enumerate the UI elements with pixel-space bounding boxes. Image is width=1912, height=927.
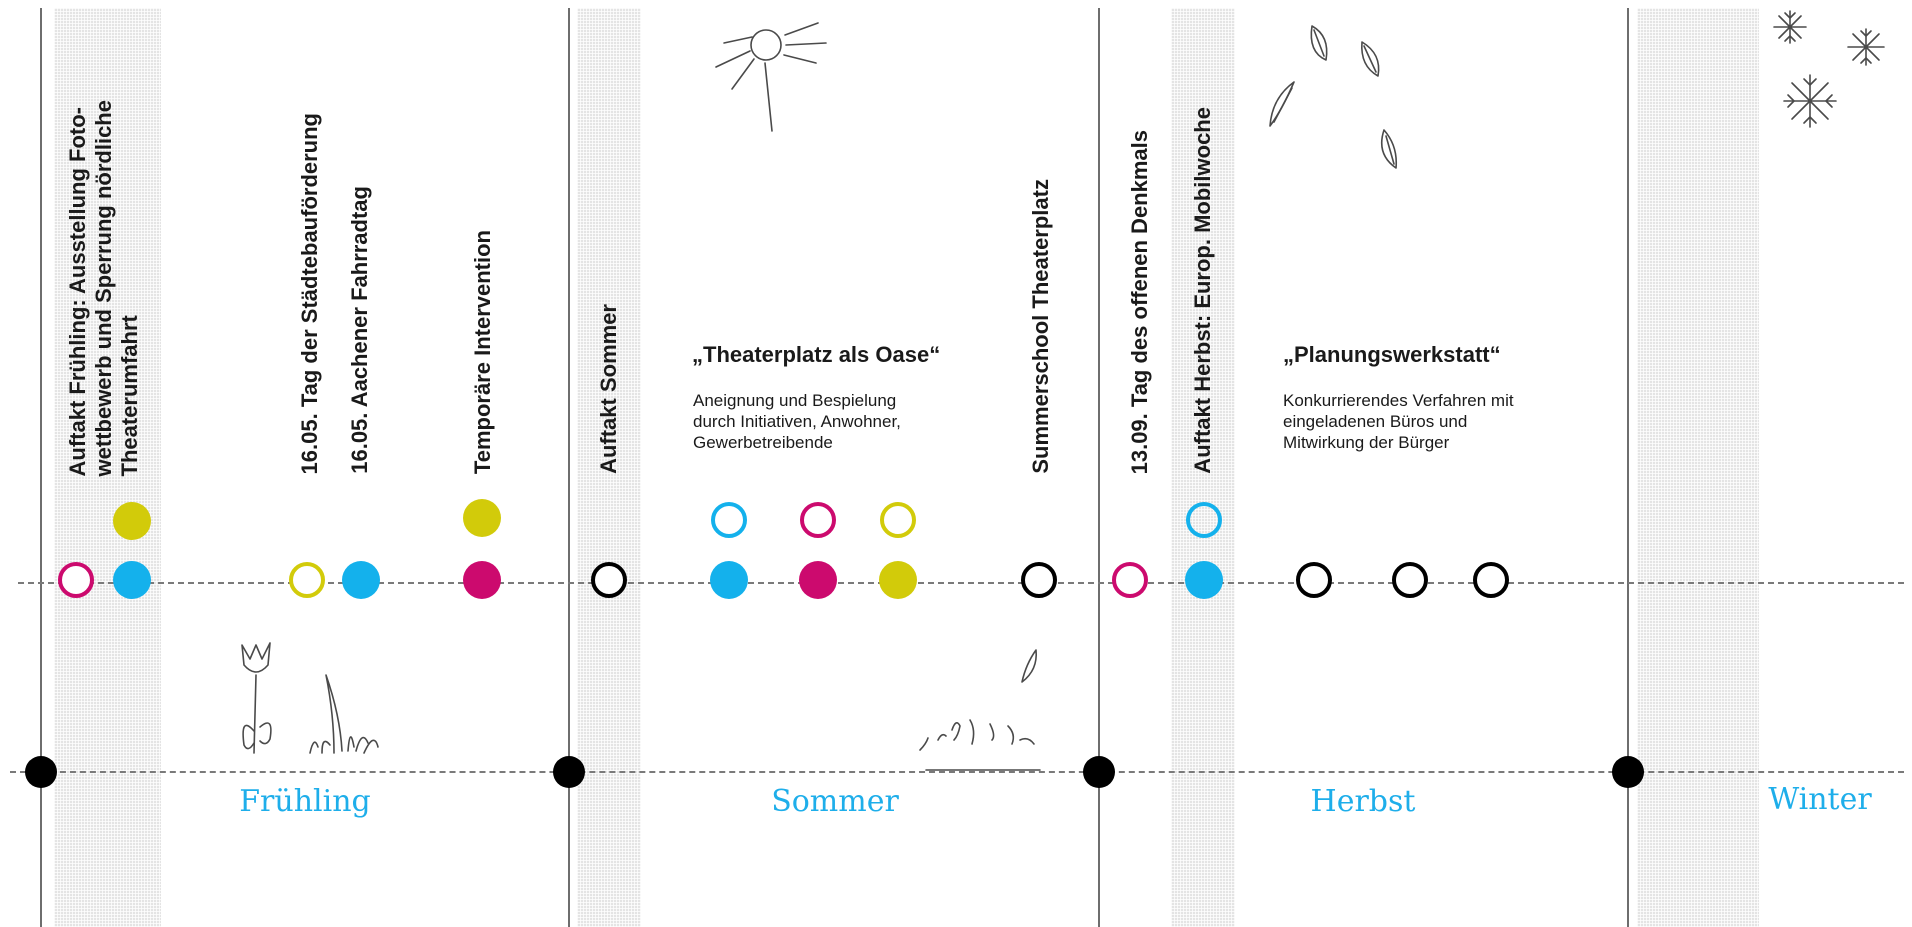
season-marker-spring bbox=[25, 756, 57, 788]
dot-oasis-cyan-ring bbox=[711, 502, 747, 538]
season-label-spring: Frühling bbox=[239, 784, 371, 819]
snowflakes-icon bbox=[1773, 10, 1885, 128]
dot-oasis-yellow-filled bbox=[879, 561, 917, 599]
dot-urban-development-yellow-ring bbox=[289, 562, 325, 598]
event-label-autumn-kickoff: Auftakt Herbst: Europ. Mobilwoche bbox=[1190, 107, 1215, 474]
divider-summer bbox=[568, 8, 570, 927]
dot-spring-magenta-ring bbox=[58, 562, 94, 598]
event-label-summerschool: Summerschool Theaterplatz bbox=[1028, 179, 1053, 474]
sun-icon bbox=[715, 22, 827, 132]
autumn-start-band bbox=[1171, 8, 1235, 927]
dot-oasis-cyan-filled bbox=[710, 561, 748, 599]
dot-oasis-magenta-filled bbox=[799, 561, 837, 599]
event-label-summer-kickoff: Auftakt Sommer bbox=[596, 304, 621, 474]
summer-start-band bbox=[577, 8, 641, 927]
divider-winter bbox=[1627, 8, 1629, 927]
falling-leaves-icon bbox=[1269, 25, 1398, 169]
dot-summerschool-black-ring bbox=[1021, 562, 1057, 598]
event-label-urban-development-day: 16.05. Tag der Städtebauförderung bbox=[297, 112, 322, 474]
event-label-temporary-intervention: Temporäre Intervention bbox=[470, 229, 495, 474]
winter-start-band bbox=[1637, 8, 1759, 927]
tulip-grass-icon bbox=[241, 642, 379, 754]
season-marker-autumn bbox=[1083, 756, 1115, 788]
event-timeline bbox=[18, 582, 1904, 584]
season-timeline bbox=[10, 771, 1904, 773]
dot-oasis-yellow-ring bbox=[880, 502, 916, 538]
dot-summer-kickoff-black-ring bbox=[591, 562, 627, 598]
dot-monument-day-magenta-ring bbox=[1112, 562, 1148, 598]
event-label-spring-kickoff: Auftakt Frühling: Ausstellung Foto- wett… bbox=[65, 99, 142, 476]
event-label-bicycle-day: 16.05. Aachener Fahrradtag bbox=[347, 186, 372, 474]
season-marker-summer bbox=[553, 756, 585, 788]
dot-autumn-cyan-ring bbox=[1186, 502, 1222, 538]
dot-workshop-black-ring-1 bbox=[1296, 562, 1332, 598]
project-title-workshop: „Planungswerkstatt“ bbox=[1283, 342, 1501, 367]
project-desc-workshop: Konkurrierendes Verfahren mit eingeladen… bbox=[1283, 391, 1514, 452]
event-label-monument-day: 13.09. Tag des offenen Denkmals bbox=[1127, 129, 1152, 474]
dot-bicycle-day-cyan-filled bbox=[342, 561, 380, 599]
dot-workshop-black-ring-3 bbox=[1473, 562, 1509, 598]
divider-autumn bbox=[1098, 8, 1100, 927]
divider-spring bbox=[40, 8, 42, 927]
spring-start-band bbox=[54, 8, 161, 927]
dot-workshop-black-ring-2 bbox=[1392, 562, 1428, 598]
dot-spring-cyan-filled bbox=[113, 561, 151, 599]
dot-intervention-magenta-filled bbox=[463, 561, 501, 599]
season-label-autumn: Herbst bbox=[1310, 784, 1416, 819]
dot-oasis-magenta-ring bbox=[800, 502, 836, 538]
dot-autumn-cyan-filled bbox=[1185, 561, 1223, 599]
season-label-winter: Winter bbox=[1768, 782, 1872, 817]
dot-intervention-yellow-filled bbox=[463, 499, 501, 537]
project-title-oasis: „Theaterplatz als Oase“ bbox=[692, 342, 941, 367]
grass-sprout-icon bbox=[919, 649, 1041, 771]
season-label-summer: Sommer bbox=[771, 784, 899, 819]
dot-spring-yellow-filled bbox=[113, 502, 151, 540]
project-desc-oasis: Aneignung und Bespielung durch Initiativ… bbox=[693, 391, 901, 452]
season-marker-winter bbox=[1612, 756, 1644, 788]
